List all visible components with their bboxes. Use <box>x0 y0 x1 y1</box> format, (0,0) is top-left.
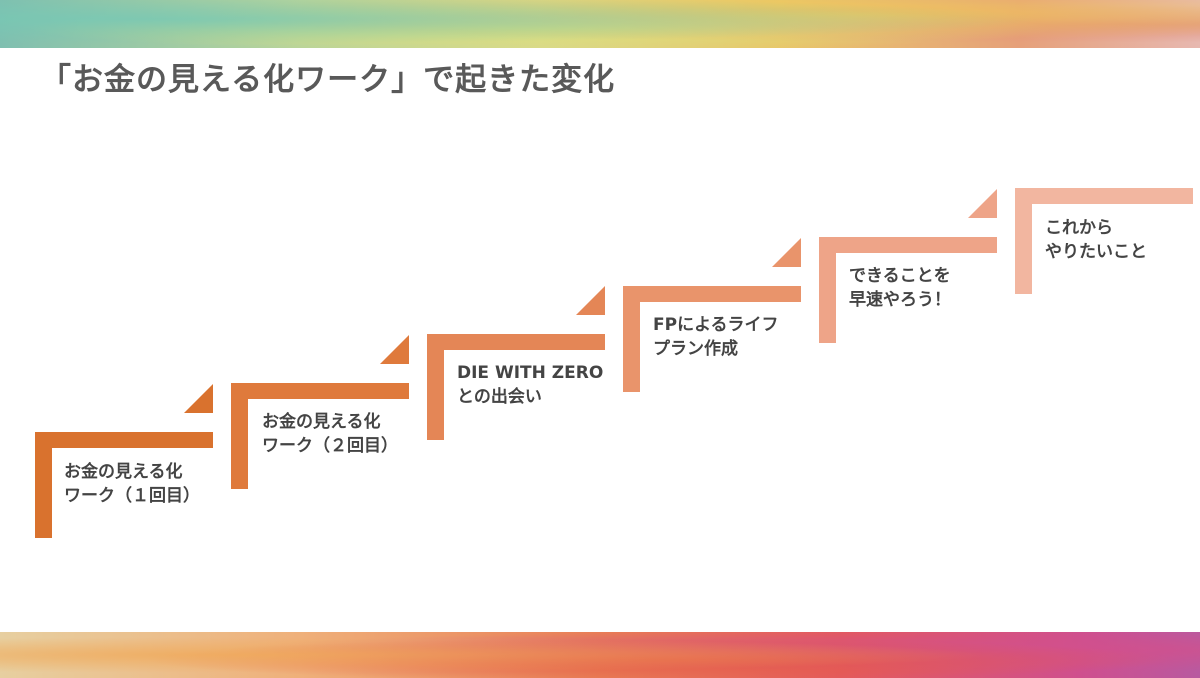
step-4 <box>623 238 801 392</box>
step-6-label: これから やりたいこと <box>1045 216 1147 264</box>
decorative-bottom-band <box>0 632 1200 678</box>
step-5-label: できることを 早速やろう！ <box>849 264 951 312</box>
step-1-label: お金の見える化 ワーク（１回目） <box>64 460 200 508</box>
step-6-label-line2: やりたいこと <box>1045 242 1147 262</box>
step-4-triangle <box>772 238 801 267</box>
step-5-chevron <box>819 237 997 343</box>
step-5-label-line2: 早速やろう！ <box>849 290 951 310</box>
step-1-label-line1: お金の見える化 <box>64 462 183 482</box>
step-2-triangle <box>380 335 409 364</box>
step-1 <box>35 384 213 538</box>
step-5 <box>819 189 997 343</box>
step-3-triangle <box>576 286 605 315</box>
step-2-chevron <box>231 383 409 489</box>
step-6-label-line1: これから <box>1045 218 1113 238</box>
step-4-label-line2: プラン作成 <box>653 339 738 359</box>
step-1-label-line2: ワーク（１回目） <box>64 486 200 506</box>
decorative-top-band <box>0 0 1200 48</box>
step-3 <box>427 286 605 440</box>
step-3-label-line1: DIE WITH ZERO <box>457 363 604 383</box>
step-6-chevron <box>1015 188 1193 294</box>
step-3-label-line2: との出会い <box>457 387 542 407</box>
step-4-label: FPによるライフ プラン作成 <box>653 313 779 361</box>
step-2-label-line1: お金の見える化 <box>262 412 381 432</box>
step-2-label-line2: ワーク（２回目） <box>262 436 398 456</box>
step-4-label-line1: FPによるライフ <box>653 315 779 335</box>
step-5-label-line1: できることを <box>849 266 951 286</box>
step-4-chevron <box>623 286 801 392</box>
slide-title: 「お金の見える化ワーク」で起きた変化 <box>40 62 616 98</box>
step-3-chevron <box>427 334 605 440</box>
step-3-label: DIE WITH ZERO との出会い <box>457 361 603 409</box>
step-1-triangle <box>184 384 213 413</box>
step-6 <box>1015 188 1193 294</box>
step-2 <box>231 335 409 489</box>
step-5-triangle <box>968 189 997 218</box>
step-1-chevron <box>35 432 213 538</box>
step-2-label: お金の見える化 ワーク（２回目） <box>262 410 398 458</box>
